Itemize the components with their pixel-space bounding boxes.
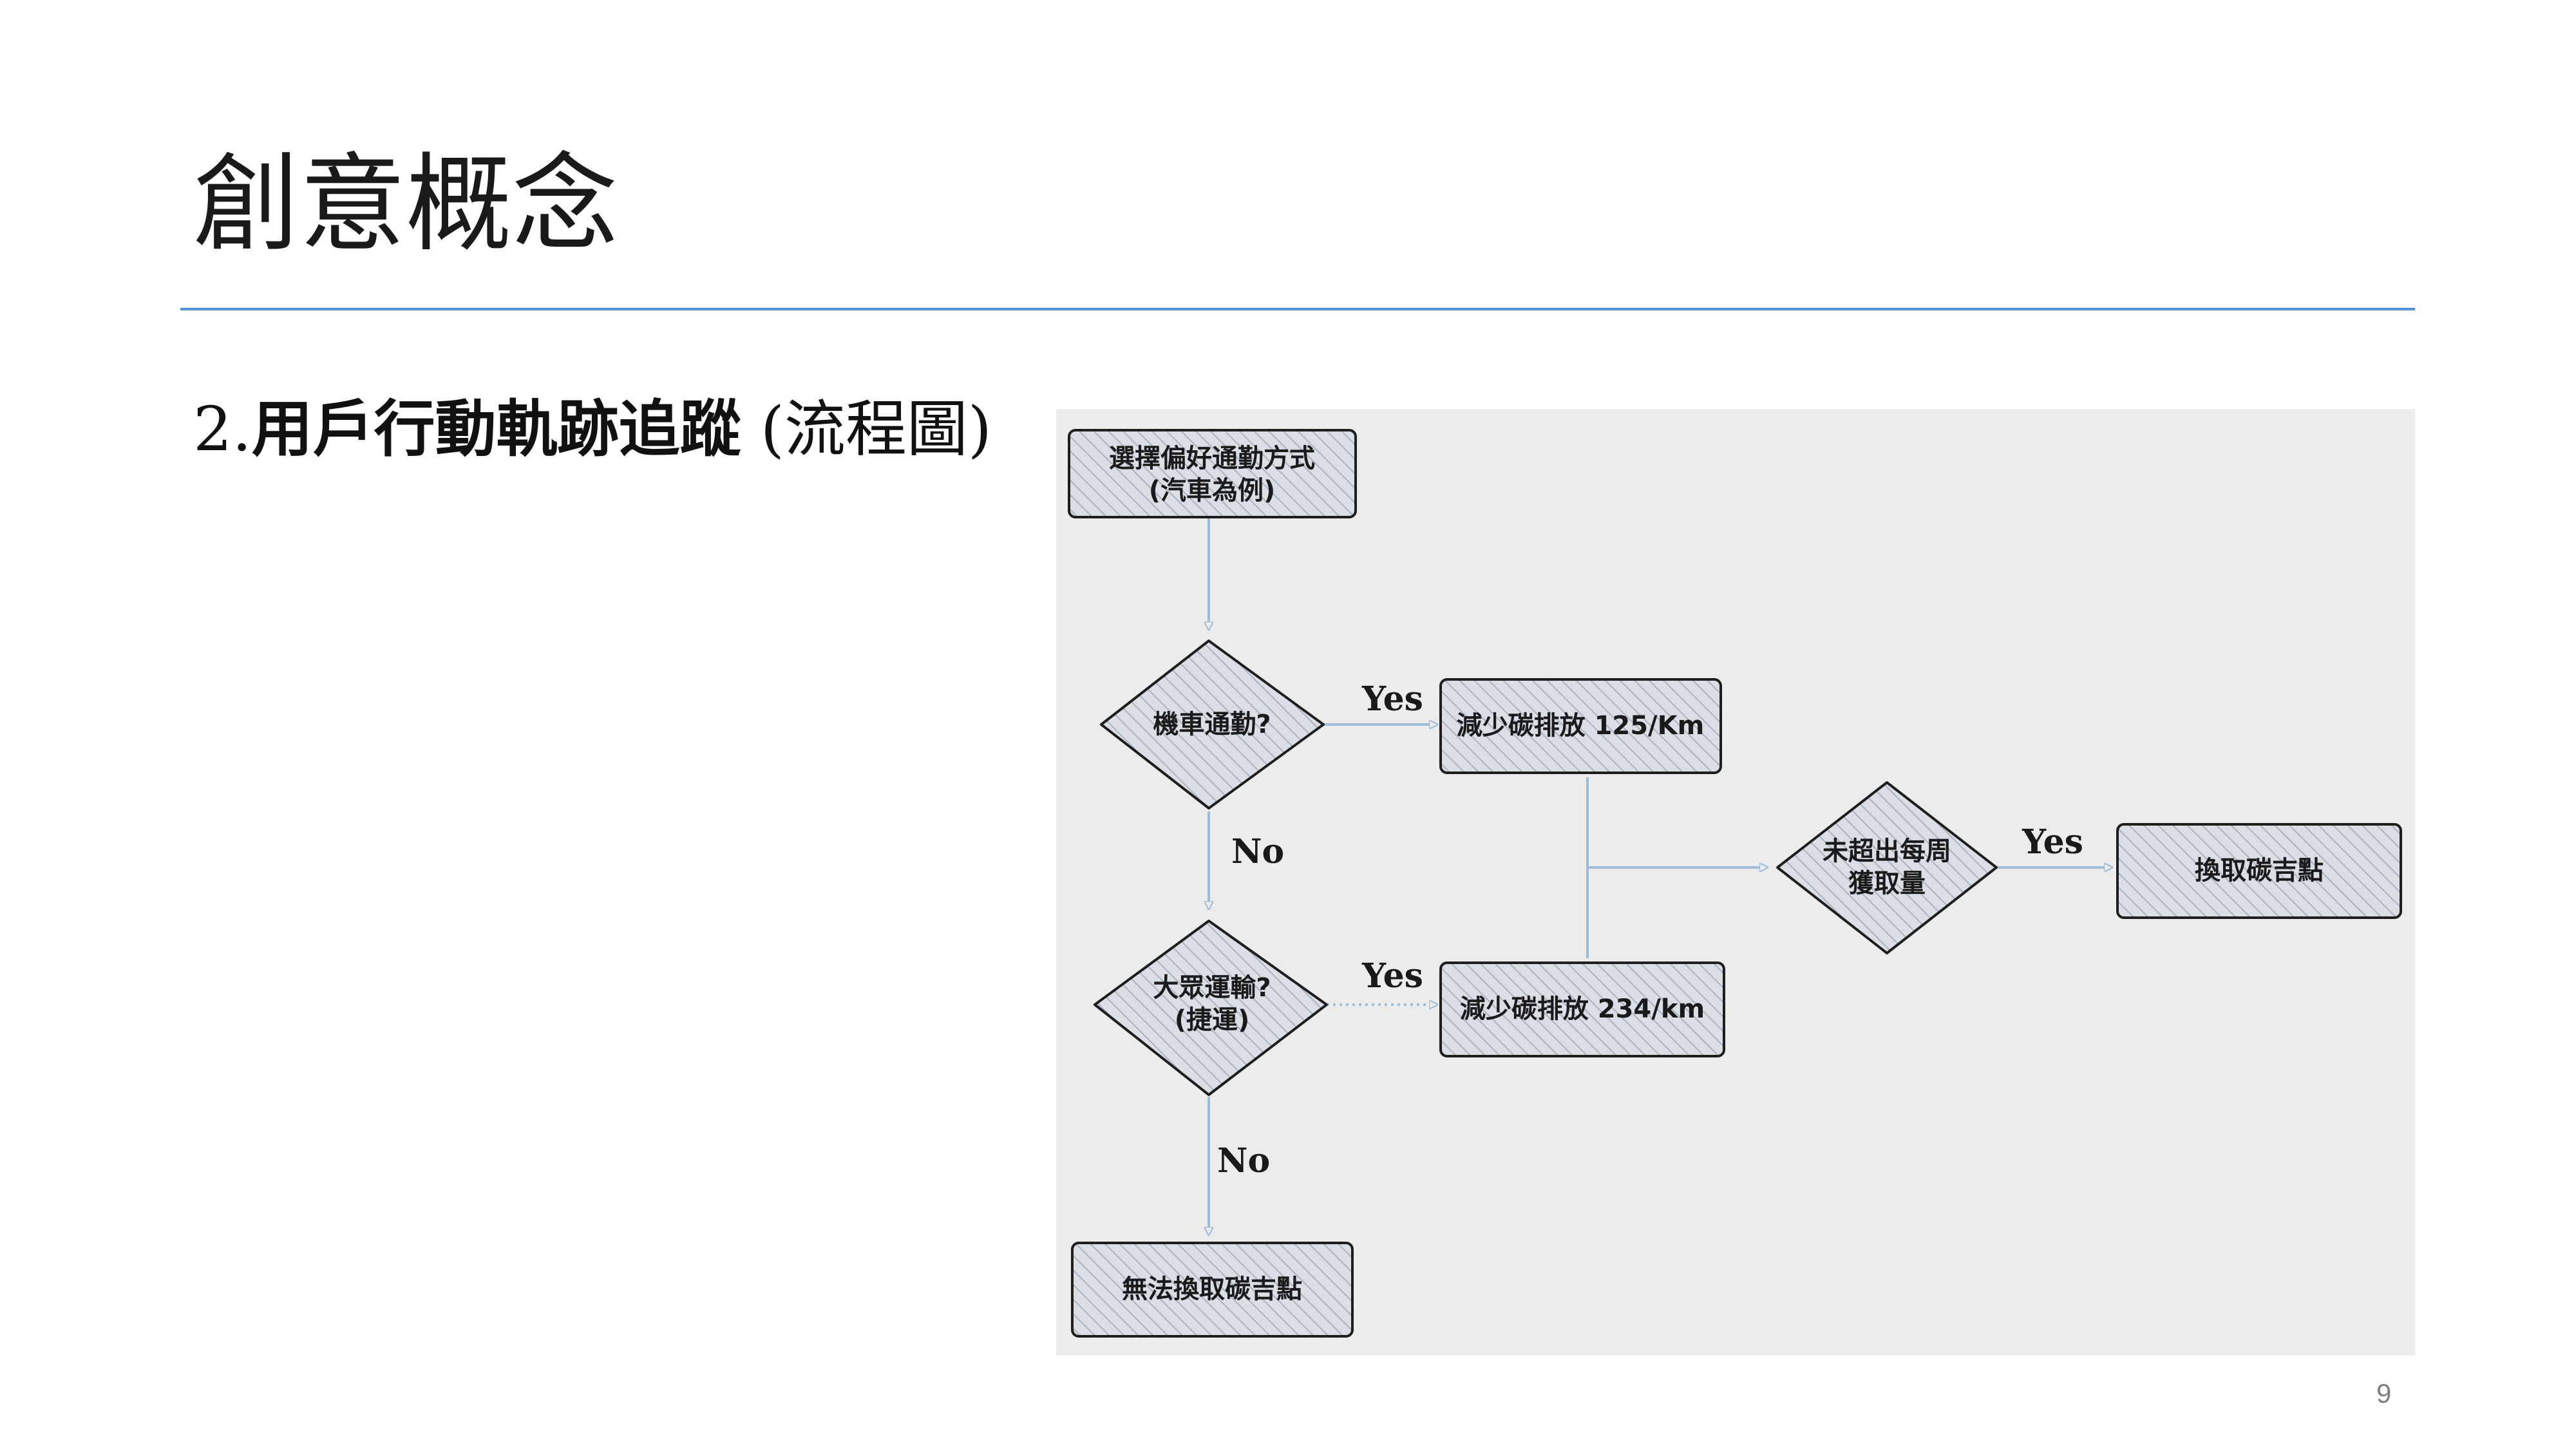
node-reduce-125 xyxy=(1439,678,1722,774)
node-reduce-234 xyxy=(1439,961,1725,1057)
node-fail xyxy=(1071,1242,1354,1338)
edge-label-d2-no: No xyxy=(1217,1141,1270,1180)
node-reduce-234-label: 減少碳排放 234/km xyxy=(1460,994,1705,1024)
section-heading-bold: 用戶行動軌跡追蹤 xyxy=(251,394,741,465)
page-number: 9 xyxy=(2376,1378,2392,1408)
node-fail-label: 無法換取碳吉點 xyxy=(1122,1274,1302,1304)
node-decision-transit-line1: 大眾運輸? xyxy=(1153,973,1271,1003)
node-decision-transit-line2: (捷運) xyxy=(1175,1005,1250,1035)
node-decision-weekly-line2: 獲取量 xyxy=(1848,869,1926,898)
node-decision-weekly-limit xyxy=(1776,781,1998,954)
section-heading: 2.用戶行動軌跡追蹤 (流程圖) xyxy=(193,396,992,464)
edge-label-d1-yes: Yes xyxy=(1361,679,1423,719)
node-decision-transit xyxy=(1094,920,1328,1096)
node-start-line2: (汽車為例) xyxy=(1149,476,1276,506)
title-divider xyxy=(180,308,2415,310)
node-decision-weekly-line1: 未超出每周 xyxy=(1823,837,1951,866)
node-decision-scooter-label: 機車通勤? xyxy=(1153,710,1271,739)
flowchart-svg: 選擇偏好通勤方式 (汽車為例) 機車通勤? 減少碳排放 125/Km 大眾運輸?… xyxy=(1056,409,2415,1356)
node-decision-scooter xyxy=(1100,639,1325,810)
slide-title: 創意概念 xyxy=(193,142,618,266)
node-start xyxy=(1068,429,1357,518)
node-start-line1: 選擇偏好通勤方式 xyxy=(1109,444,1315,473)
edge-label-d2-yes: Yes xyxy=(1361,956,1423,996)
section-number: 2. xyxy=(193,394,252,465)
node-reduce-125-label: 減少碳排放 125/Km xyxy=(1457,711,1705,741)
edge-label-d3-yes: Yes xyxy=(2022,822,2083,862)
edge-label-d1-no: No xyxy=(1231,832,1284,871)
section-heading-note: (流程圖) xyxy=(741,394,992,465)
node-redeem xyxy=(2116,823,2402,919)
node-redeem-label: 換取碳吉點 xyxy=(2195,856,2324,886)
flowchart-diagram: 選擇偏好通勤方式 (汽車為例) 機車通勤? 減少碳排放 125/Km 大眾運輸?… xyxy=(1056,409,2415,1356)
connectors xyxy=(1209,518,2112,1235)
